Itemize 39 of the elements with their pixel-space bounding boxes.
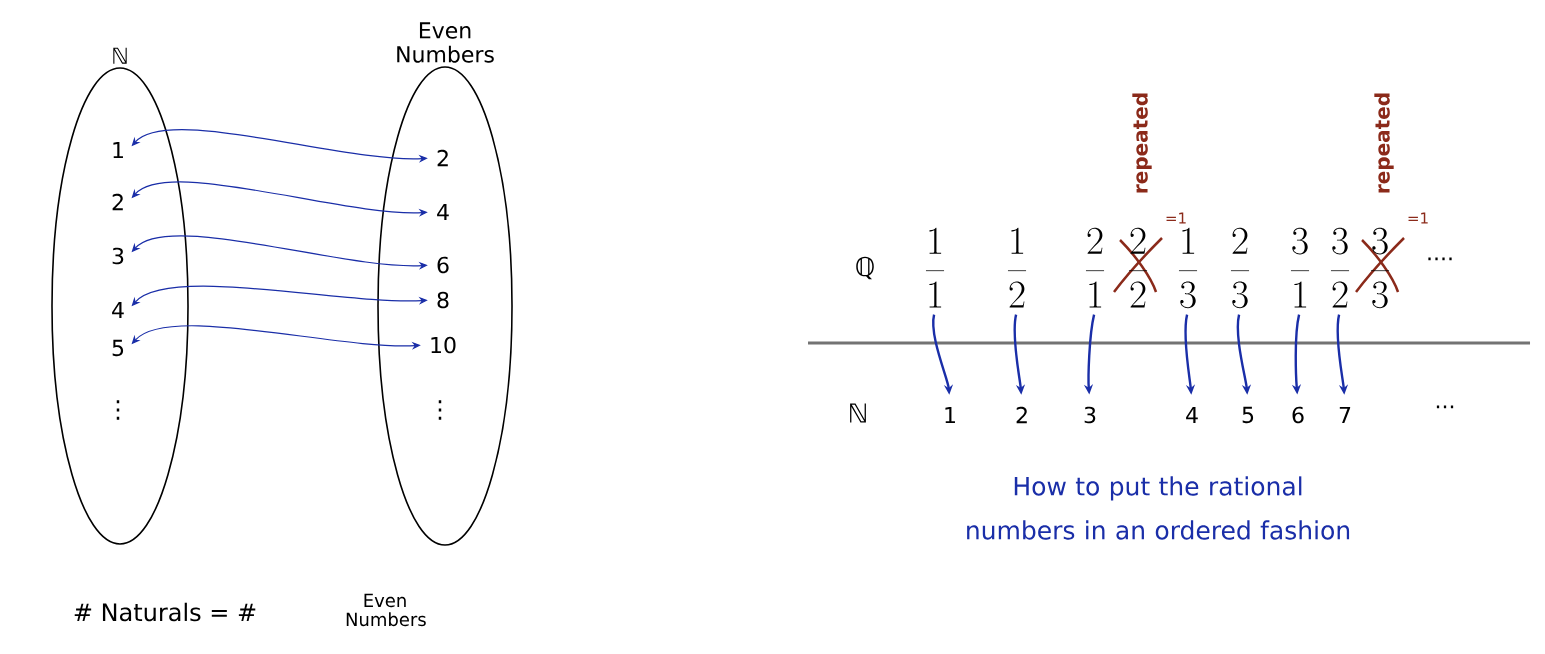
number: 4 [437,204,449,220]
number: 2 [112,193,123,211]
fraction: $\frac{1}{3}$ [1179,227,1198,309]
node-label: ℕ [113,47,127,64]
number: 5 [1242,406,1254,424]
set-symbol: ℕ [850,403,866,423]
number: 8 [437,291,449,309]
number: 4 [112,302,124,318]
number: 2 [437,149,448,167]
vertical-dots: ⋮ [116,400,120,420]
fraction: $\frac{3}{1}$ [1291,227,1310,308]
ellipsis: ···· [1428,257,1452,261]
number: 5 [112,339,124,357]
annotation-text: =1 [1408,212,1428,224]
number: 3 [112,247,124,265]
fraction: $\frac{2}{3}$ [1231,227,1250,309]
annotation-text: repeated [1132,93,1152,193]
fraction: $\frac{2}{1}$ [1086,227,1105,308]
number: 1 [945,407,955,424]
annotation-text: =1 [1166,212,1186,224]
number: 4 [1186,407,1198,424]
caption-text: How to put the rational numbers in an ordered fashion [967,476,1350,540]
vertical-dots: ⋮ [438,400,442,420]
set-symbol: ℚ [856,256,874,280]
equation-text: Even Numbers [346,593,426,627]
number: 7 [1339,407,1351,424]
number: 2 [1016,406,1027,424]
number: 1 [113,142,123,158]
fraction: $\frac{1}{2}$ [1007,227,1027,308]
fraction: $\frac{3}{2}$ [1331,227,1350,308]
annotation-text: repeated [1374,93,1394,193]
equation-text: # Naturals = # [74,602,256,622]
fraction: $\frac{1}{1}$ [925,227,945,308]
number: 3 [1084,406,1096,424]
number: 6 [1292,406,1304,424]
node-label: Even Numbers [397,22,494,63]
ellipsis: ··· [1436,405,1454,409]
number: 10 [431,336,456,354]
number: 6 [437,256,449,274]
